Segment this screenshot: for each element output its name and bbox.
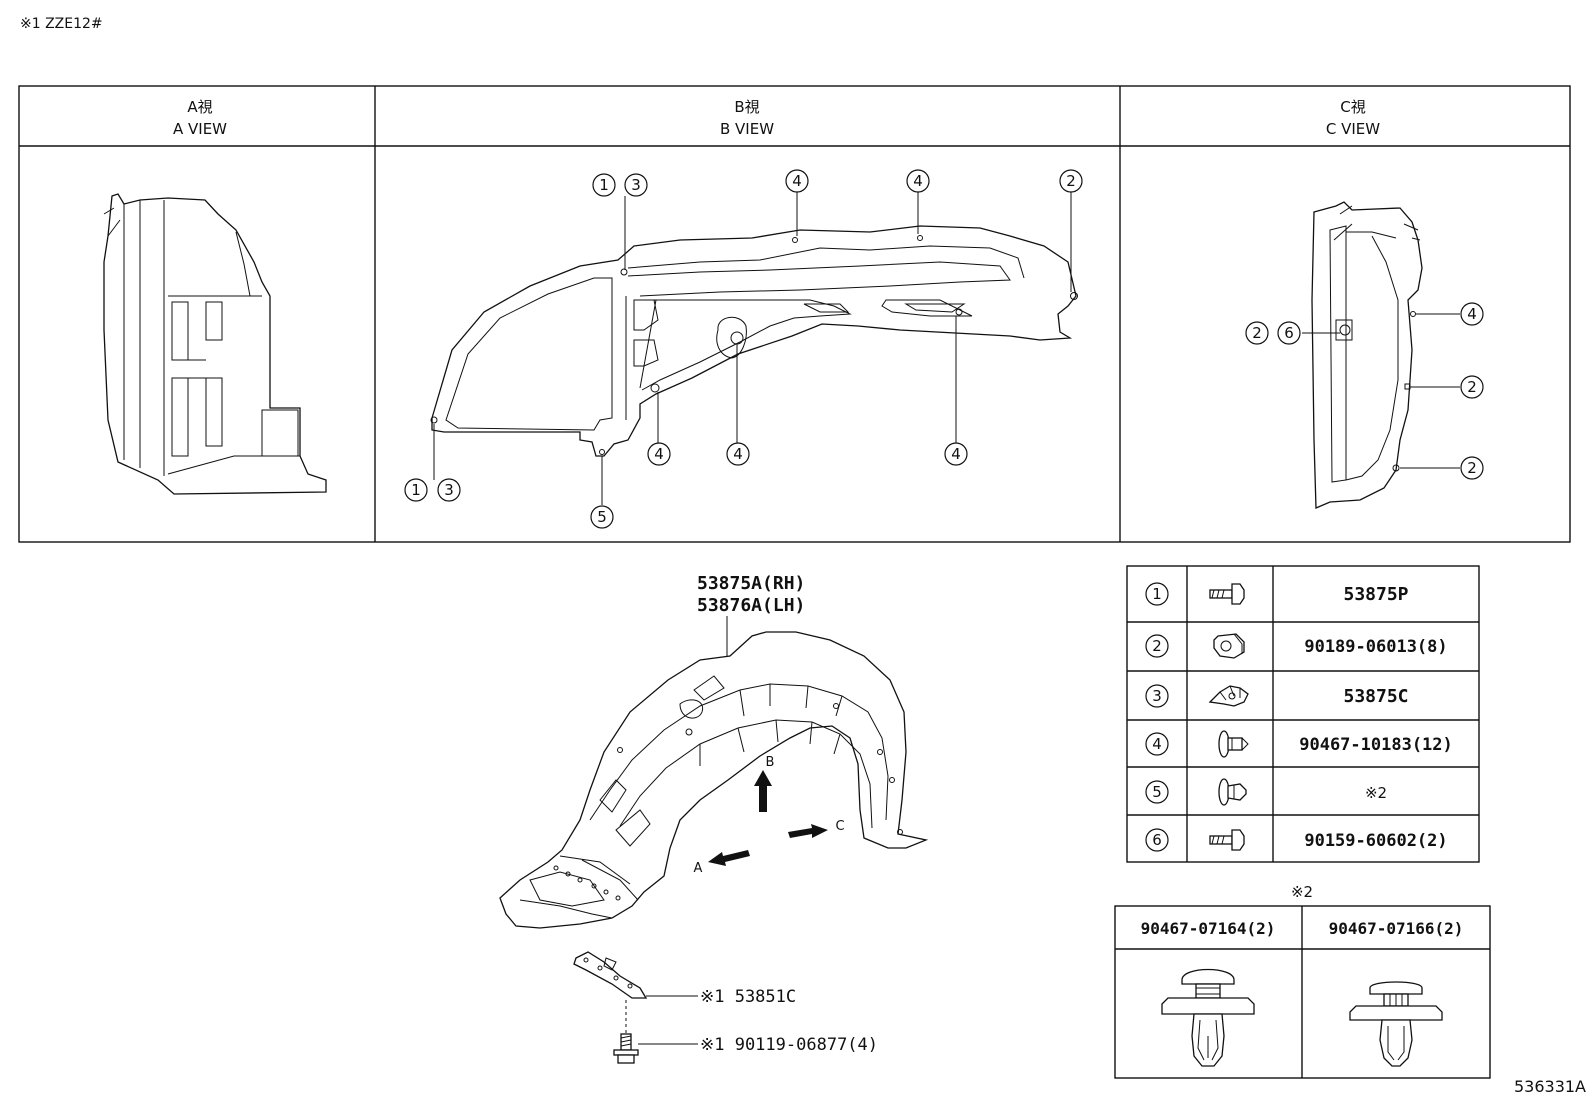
legend-row-3: 3 53875C	[1145, 684, 1409, 708]
push-clip-icon	[1218, 730, 1249, 758]
view-arrow-a: A	[694, 850, 750, 876]
svg-text:1: 1	[599, 176, 609, 194]
callout-c-2-middle: 2	[1460, 375, 1484, 399]
part-label-lh: 53876A(LH)	[697, 595, 805, 616]
b-view-drawing	[430, 192, 1078, 505]
legend-row-6: 6 90159-60602(2)	[1145, 828, 1448, 852]
svg-text:6: 6	[1284, 324, 1294, 342]
screw-label: ※1 90119-06877(4)	[700, 1035, 878, 1055]
svg-text:90159-60602(2): 90159-60602(2)	[1304, 831, 1447, 851]
callout-b-4-left: 4	[647, 442, 671, 466]
view-b-title-en: B VIEW	[720, 120, 774, 138]
bolt-washer-icon	[1209, 829, 1245, 851]
c-view-drawing	[1302, 201, 1460, 509]
bracket-53851c-drawing	[573, 951, 698, 1034]
svg-text:4: 4	[913, 172, 923, 190]
part-label-rh: 53875A(RH)	[697, 573, 805, 594]
callout-b-1-bottom: 1	[404, 478, 428, 502]
svg-text:1: 1	[411, 481, 421, 499]
view-a-title-jp: A視	[187, 98, 212, 116]
legend-table	[1126, 565, 1480, 863]
svg-text:3: 3	[1152, 687, 1162, 705]
view-a-title-en: A VIEW	[173, 120, 227, 138]
svg-text:3: 3	[444, 481, 454, 499]
callout-c-2-bottom: 2	[1460, 456, 1484, 480]
callout-b-4-right: 4	[944, 442, 968, 466]
svg-text:4: 4	[733, 445, 743, 463]
view-c-title-en: C VIEW	[1326, 120, 1380, 138]
note2-title: ※2	[1291, 883, 1313, 901]
view-arrow-b: B	[754, 755, 774, 812]
svg-text:4: 4	[1467, 305, 1477, 323]
svg-text:90467-10183(12): 90467-10183(12)	[1299, 735, 1453, 755]
legend-row-5: 5 ※2	[1145, 778, 1387, 806]
svg-text:53875C: 53875C	[1343, 686, 1408, 707]
nut-clip-icon	[1213, 633, 1245, 659]
svg-text:90189-06013(8): 90189-06013(8)	[1304, 637, 1447, 657]
svg-text:4: 4	[1152, 735, 1162, 753]
note-top: ※1 ZZE12#	[20, 16, 103, 32]
svg-text:3: 3	[631, 176, 641, 194]
callout-b-1-top: 1	[592, 173, 616, 197]
svg-text:5: 5	[1152, 783, 1162, 801]
screw-90119-drawing	[613, 1033, 698, 1064]
note2-table	[1114, 905, 1491, 1079]
callout-b-2-top: 2	[1059, 169, 1083, 193]
fender-liner-drawing	[499, 631, 929, 929]
svg-text:4: 4	[654, 445, 664, 463]
bracket-label: ※1 53851C	[700, 987, 796, 1007]
svg-text:2: 2	[1467, 459, 1477, 477]
svg-text:1: 1	[1152, 585, 1162, 603]
view-arrow-c: C	[788, 819, 845, 838]
svg-text:6: 6	[1152, 831, 1162, 849]
legend-row-4: 4 90467-10183(12)	[1145, 730, 1453, 758]
callout-c-2-left: 2	[1245, 321, 1269, 345]
svg-text:B: B	[766, 755, 775, 770]
svg-text:2: 2	[1066, 172, 1076, 190]
callout-b-5: 5	[590, 505, 614, 529]
clip-90467-07166-drawing	[1349, 981, 1443, 1067]
callout-c-4: 4	[1460, 302, 1484, 326]
svg-text:53875P: 53875P	[1343, 584, 1408, 605]
rivet-clip-icon	[1218, 778, 1247, 806]
view-c-title-jp: C視	[1340, 98, 1365, 116]
legend-row-2: 2 90189-06013(8)	[1145, 633, 1448, 659]
svg-text:4: 4	[951, 445, 961, 463]
views-frame	[18, 85, 1571, 543]
bracket-nut-icon	[1208, 685, 1249, 707]
callout-b-3-bottom: 3	[437, 478, 461, 502]
svg-text:5: 5	[597, 508, 607, 526]
svg-text:2: 2	[1467, 378, 1477, 396]
callout-b-4-top-left: 4	[785, 169, 809, 193]
svg-text:※2: ※2	[1365, 784, 1387, 802]
svg-text:2: 2	[1252, 324, 1262, 342]
callout-b-4-center: 4	[726, 442, 750, 466]
callout-c-6: 6	[1277, 321, 1301, 345]
diagram-id: 536331A	[1514, 1077, 1586, 1096]
view-b-title-jp: B視	[734, 98, 759, 116]
clip-90467-07164-drawing	[1161, 968, 1255, 1067]
callout-b-3-top: 3	[624, 173, 648, 197]
bolt-icon	[1209, 583, 1245, 605]
svg-text:2: 2	[1152, 637, 1162, 655]
note2-col-1: 90467-07164(2)	[1141, 919, 1276, 938]
svg-text:A: A	[694, 861, 703, 876]
note2-col-2: 90467-07166(2)	[1329, 919, 1464, 938]
a-view-drawing	[103, 193, 327, 495]
legend-row-1: 1 53875P	[1145, 582, 1409, 606]
svg-text:4: 4	[792, 172, 802, 190]
callout-b-4-top-right: 4	[906, 169, 930, 193]
svg-text:C: C	[835, 819, 844, 834]
